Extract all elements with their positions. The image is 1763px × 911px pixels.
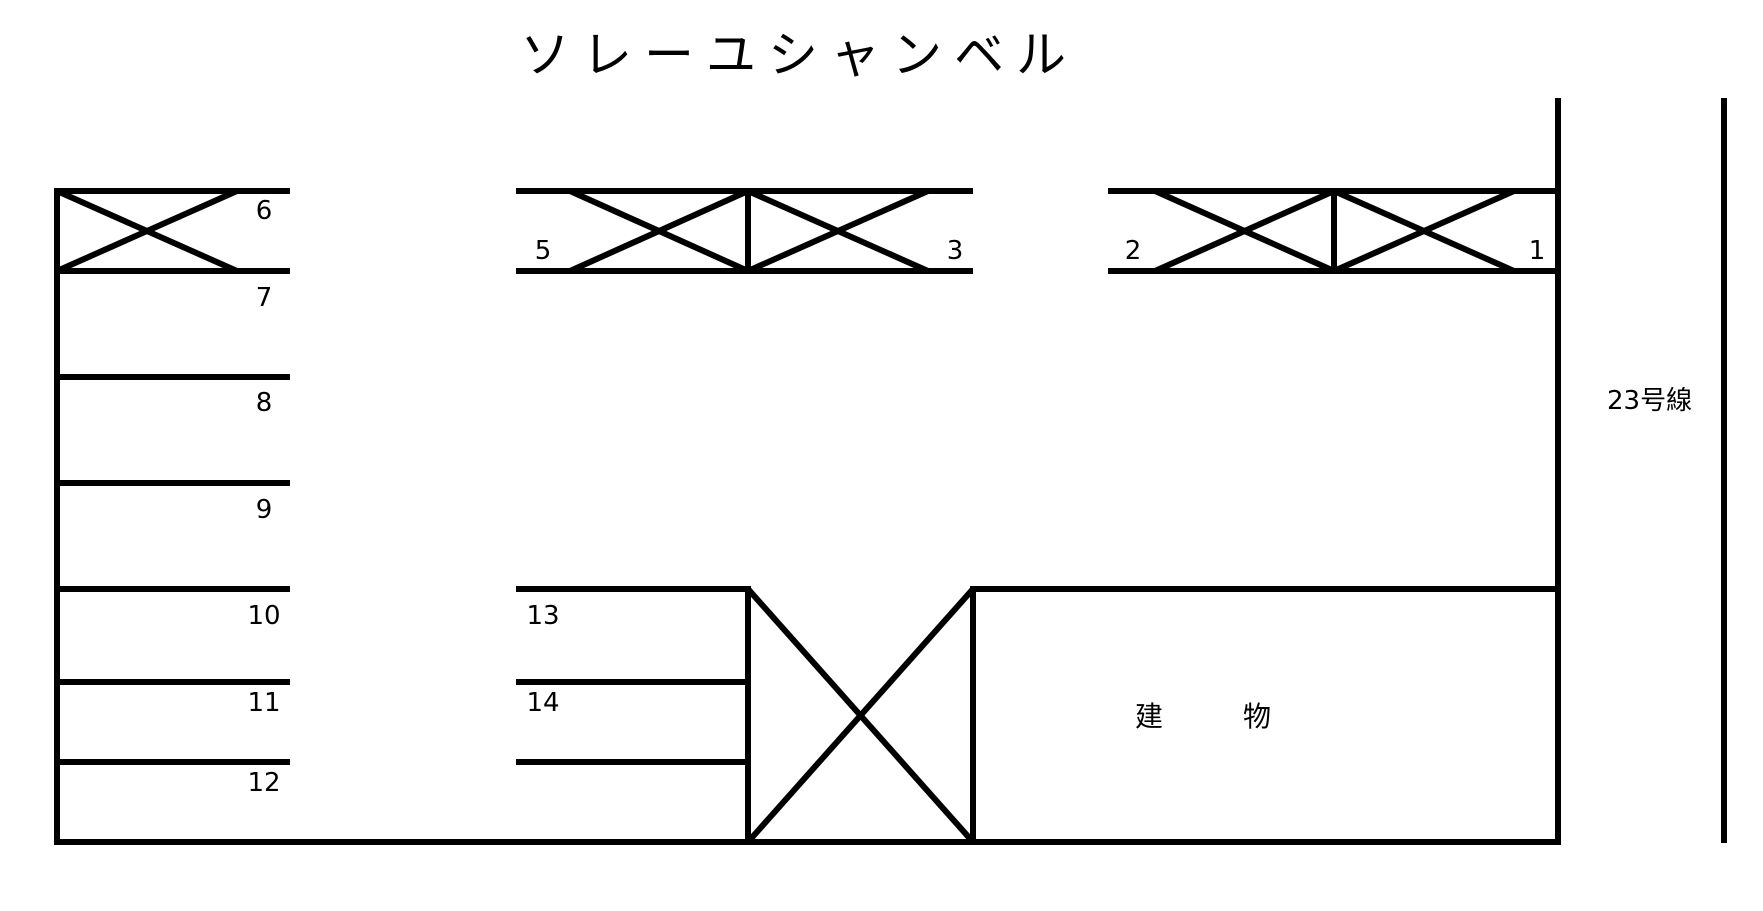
space-label-6: 6 [255, 196, 273, 226]
road-label: 23号線 [1607, 386, 1693, 416]
space-label-7: 7 [255, 283, 273, 313]
space-5-cross-icon [568, 188, 750, 274]
space-2-cross-icon [1153, 188, 1336, 274]
space-label-10: 10 [247, 601, 281, 631]
space-6-cross-icon [55, 188, 239, 274]
space-label-12: 12 [247, 768, 281, 798]
space-label-8: 8 [255, 388, 273, 418]
middle-bottom-stall-dividers [516, 586, 748, 765]
space-label-14: 14 [526, 688, 560, 718]
space-4-cross-icon [746, 188, 930, 274]
space-label-13: 13 [526, 601, 560, 631]
space-label-5: 5 [534, 236, 552, 266]
building-label: 建 物 [1134, 700, 1298, 733]
space-label-2: 2 [1124, 236, 1142, 266]
blocked-area-cross-icon [745, 586, 976, 845]
space-label-3: 3 [946, 236, 964, 266]
space-label-9: 9 [255, 495, 273, 525]
space-label-11: 11 [247, 688, 281, 718]
left-stall-dividers [54, 188, 290, 765]
space-1-cross-icon [1332, 188, 1516, 274]
space-label-1: 1 [1528, 236, 1546, 266]
page-title: ソレーユシャンベル [520, 26, 1078, 84]
